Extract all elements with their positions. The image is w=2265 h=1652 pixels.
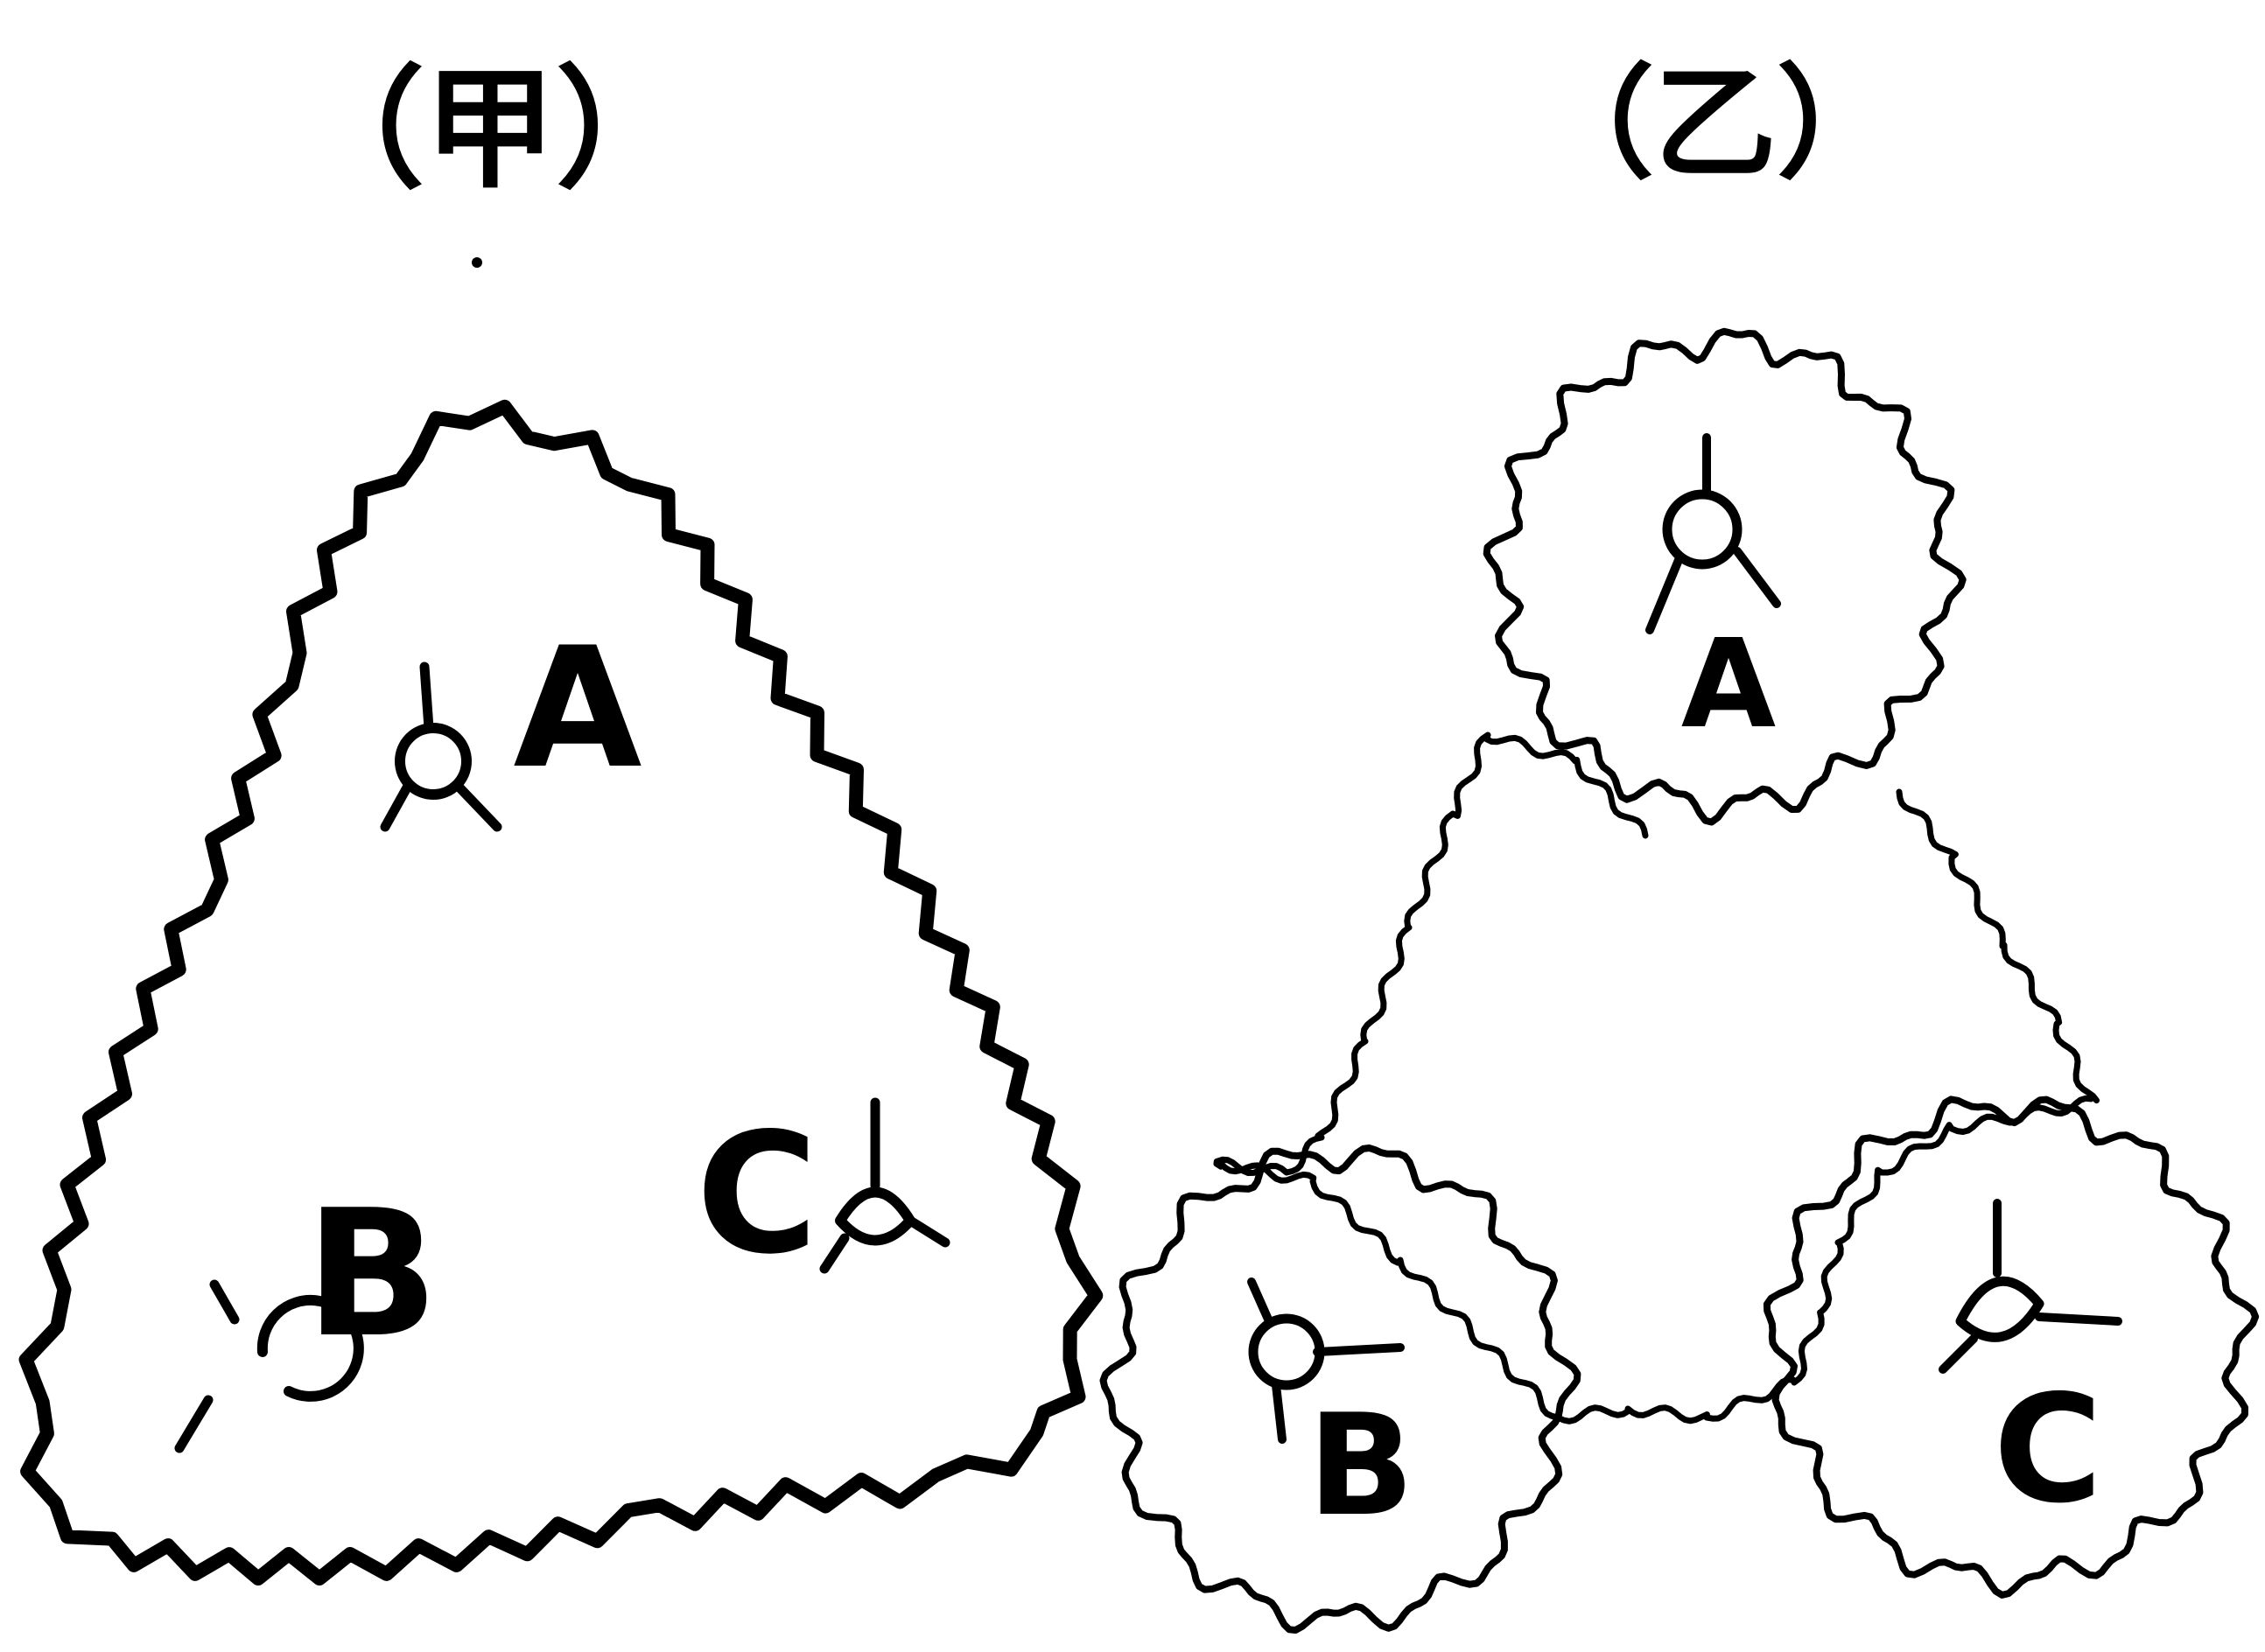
right-nucleus-a-icon: [1645, 433, 1781, 634]
left-panel: A B C: [18, 399, 1104, 1586]
left-nucleus-c-icon: [819, 1097, 950, 1274]
right-panel: A B C: [1099, 327, 2260, 1634]
left-nucleus-a-icon: [380, 662, 502, 832]
right-cell-label-b: B: [1308, 1383, 1414, 1547]
right-intercellular-outline: [1213, 732, 2094, 1424]
right-cell-c-outline: [1763, 1096, 2260, 1599]
right-cell-label-c: C: [1994, 1363, 2103, 1536]
right-nucleus-c-icon: [1939, 1199, 2122, 1374]
right-cell-b-outline: [1099, 1144, 1581, 1634]
left-cell-label-b: B: [305, 1172, 438, 1376]
right-nucleus-b-icon: [1247, 1278, 1405, 1444]
right-cell-a-outline: [1483, 327, 1967, 826]
caption-left: （甲）: [293, 52, 687, 206]
right-cell-label-a: A: [1681, 613, 1776, 756]
left-nucleus-b-icon: [174, 1279, 364, 1453]
left-cell-label-a: A: [513, 612, 642, 805]
left-cell-label-c: C: [696, 1097, 817, 1291]
right-intercellular-outline-upper: [1896, 788, 2100, 1104]
left-cell-outline: [18, 399, 1104, 1586]
ink-speck: [472, 257, 482, 268]
caption-right: （乙）: [1532, 52, 1899, 196]
